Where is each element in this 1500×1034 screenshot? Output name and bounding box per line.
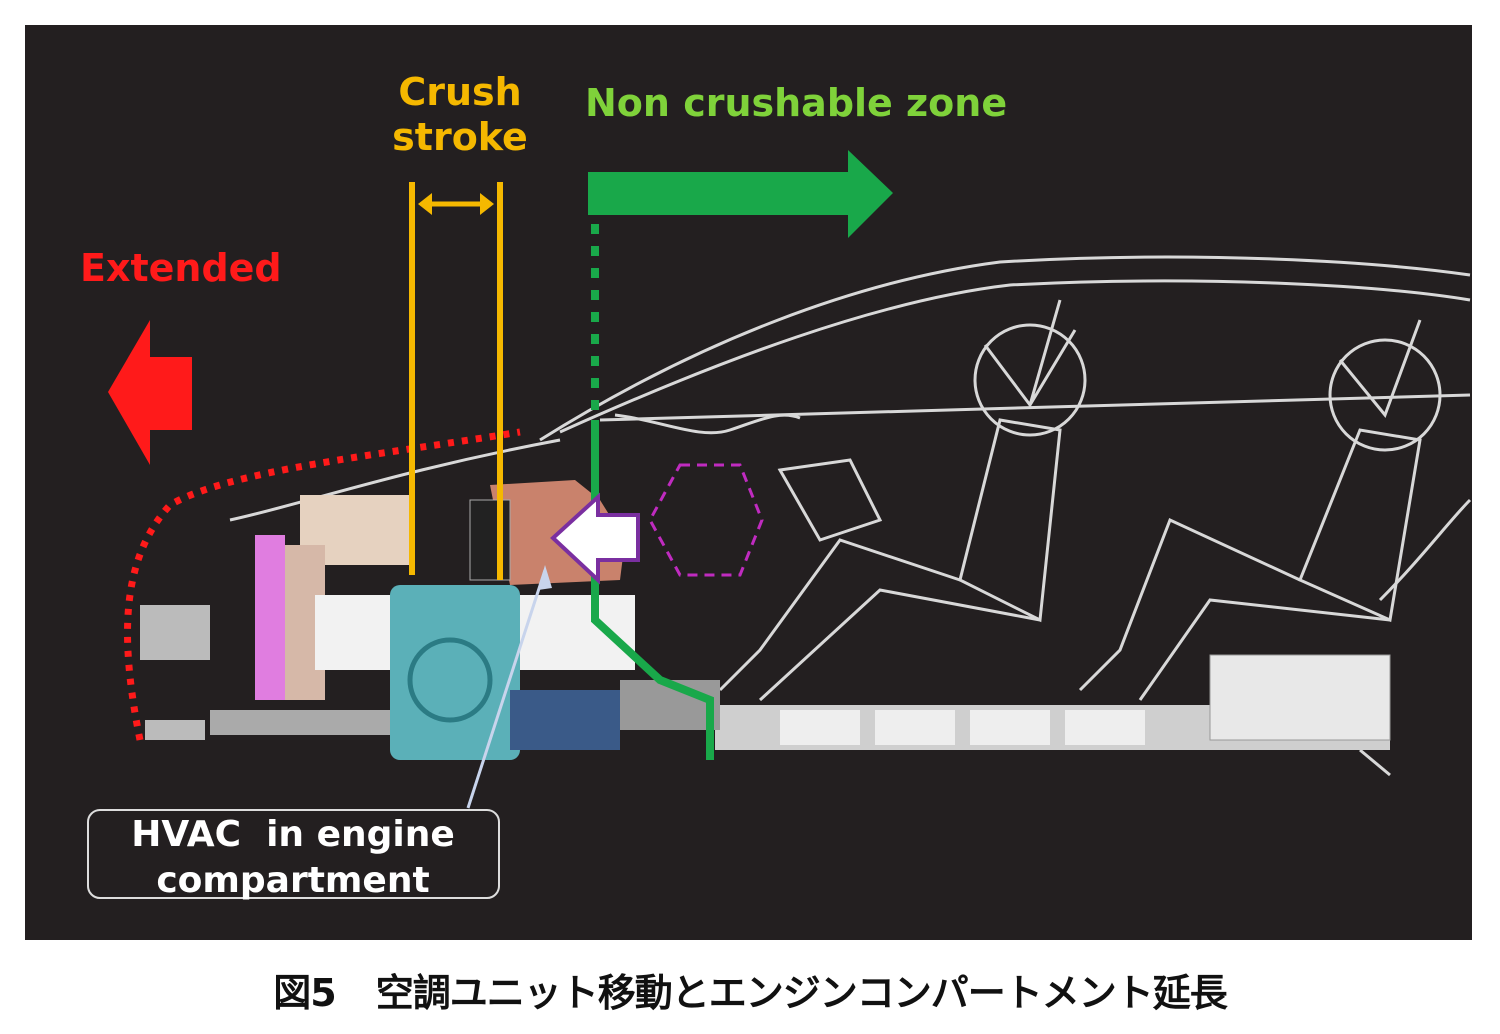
non-crushable-zone-label: Non crushable zone: [585, 81, 1007, 125]
hvac-move-arrow-icon: [550, 492, 640, 585]
front-occupant: [718, 299, 1087, 702]
rear-occupant: [1078, 319, 1442, 701]
non-crushable-arrow-icon: [588, 150, 893, 238]
hvac-label-box: [87, 809, 500, 899]
engine-components: [140, 480, 720, 760]
non-crushable-boundary: [591, 180, 714, 760]
figure-caption: 図5 空調ユニット移動とエンジンコンパートメント延長: [0, 962, 1500, 1017]
battery-floor: [715, 654, 1391, 750]
hvac-label-line2: compartment: [156, 860, 429, 901]
crush-stroke-marker: [409, 182, 503, 580]
car-outline: [229, 255, 1472, 777]
extended-arrow-icon: [108, 320, 192, 465]
caption-text: 空調ユニット移動とエンジンコンパートメント延長: [375, 971, 1228, 1015]
crush-stroke-label-line1: Crush: [398, 70, 521, 114]
crush-stroke-label-line2: stroke: [392, 115, 528, 159]
hvac-label-line1: HVAC in engine: [131, 814, 455, 855]
figure-number: 図5: [273, 971, 336, 1015]
hvac-pointer: [466, 569, 547, 809]
former-hvac-position: [648, 463, 764, 577]
extended-front-outline: [124, 428, 521, 741]
extended-label: Extended: [80, 246, 282, 290]
